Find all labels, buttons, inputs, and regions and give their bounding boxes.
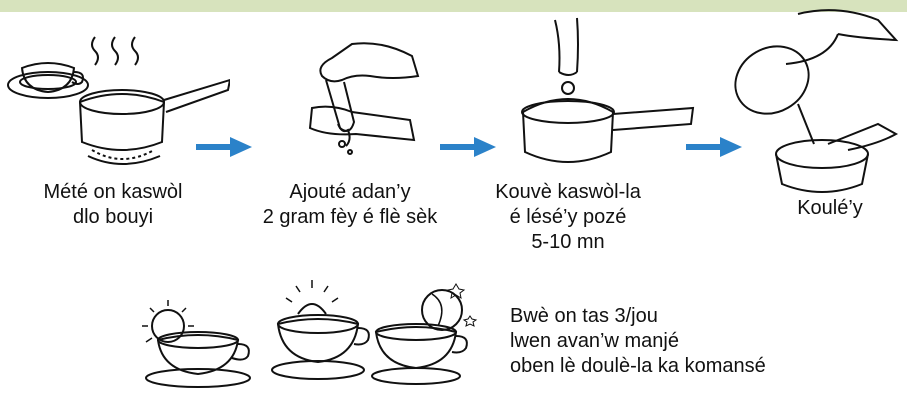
step-2-line-2: 2 gram fèy é flè sèk — [250, 205, 450, 230]
step-1-line-1: Mété on kaswòl — [38, 180, 188, 205]
dosage-line-1: Bwè on tas 3/jou — [510, 304, 766, 329]
step-3-line-1: Kouvè kaswòl-la — [486, 180, 650, 205]
straining-icon — [728, 4, 900, 194]
dosage-line-2: lwen avan’w manjé — [510, 329, 766, 354]
step-2-line-1: Ajouté adan’y — [250, 180, 450, 205]
step-1-caption: Mété on kaswòl dlo bouyi — [38, 180, 188, 230]
step-1-line-2: dlo bouyi — [38, 205, 188, 230]
dosage-line-3: oben lè doulè-la ka komansé — [510, 354, 766, 379]
morning-sun-cup-icon — [128, 290, 258, 390]
step-4-line-1: Koulé’y — [770, 196, 890, 221]
arrow-right-icon — [440, 135, 496, 159]
step-3-caption: Kouvè kaswòl-la é lésé’y pozé 5-10 mn — [486, 180, 650, 255]
step-3-line-2: é lésé’y pozé — [486, 205, 650, 230]
step-3-line-3: 5-10 mn — [486, 230, 650, 255]
covered-pot-icon — [515, 14, 695, 174]
step-2-caption: Ajouté adan’y 2 gram fèy é flè sèk — [250, 180, 450, 230]
dosage-note: Bwè on tas 3/jou lwen avan’w manjé oben … — [510, 304, 766, 379]
night-moon-cup-icon — [366, 276, 486, 390]
adding-herbs-icon — [292, 36, 432, 166]
step-4-caption: Koulé’y — [770, 196, 890, 221]
noon-sun-cup-icon — [268, 274, 378, 390]
arrow-right-icon — [196, 135, 252, 159]
